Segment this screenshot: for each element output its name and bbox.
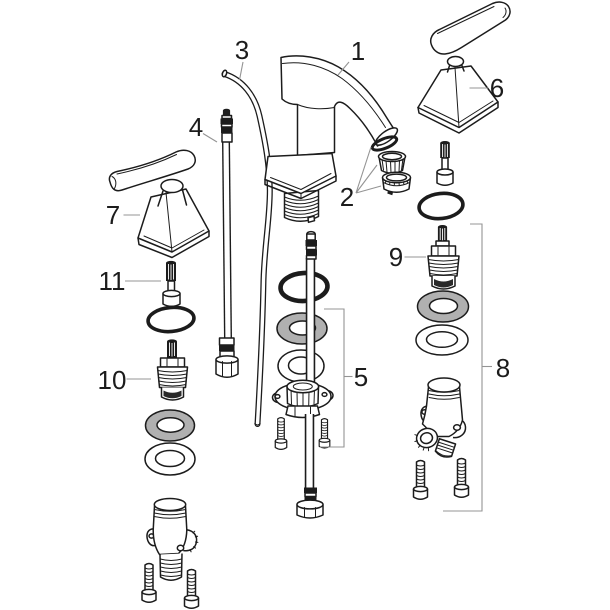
left-valve-body-drawing	[146, 497, 199, 581]
callout-11: 11	[99, 266, 126, 296]
left-o-ring-drawing	[146, 305, 196, 334]
callout-3: 3	[235, 35, 249, 65]
riser-shank-drawing	[296, 414, 324, 519]
supply-hose-drawing	[215, 108, 239, 378]
flange-bolt-left	[274, 416, 288, 450]
riser-seal-washer-drawing	[276, 312, 328, 345]
aerator-oring-drawing	[370, 135, 399, 152]
aerator-housing-drawing	[381, 171, 412, 196]
left-handle-drawing	[108, 149, 210, 259]
flange-bolt-right	[318, 418, 331, 449]
callout-1: 1	[351, 36, 365, 66]
left-seal-washer-drawing	[144, 409, 196, 442]
riser-friction-washer-drawing	[277, 349, 325, 383]
right-o-ring-drawing	[417, 191, 465, 221]
flexible-hose-drawing	[221, 69, 269, 425]
riser-tube-drawing	[305, 230, 317, 385]
left-body-screw-2	[183, 568, 200, 609]
callout-10: 10	[98, 365, 127, 395]
left-friction-washer-drawing	[144, 442, 196, 476]
callout-8: 8	[496, 353, 510, 383]
left-cartridge-drawing	[156, 339, 189, 401]
callout-5: 5	[354, 362, 368, 392]
mounting-flange-drawing	[271, 379, 334, 419]
bracket-5	[320, 308, 353, 448]
right-valve-body-drawing	[414, 377, 467, 458]
callout-6: 6	[490, 73, 504, 103]
right-body-screw-2	[453, 457, 470, 498]
right-handle-drawing	[417, 1, 511, 134]
handle-screw-drawing	[162, 260, 181, 308]
callout-9: 9	[389, 242, 403, 272]
leader-lines	[123, 61, 488, 380]
aerator-insert-drawing	[377, 150, 407, 174]
right-seal-washer-drawing	[416, 290, 470, 323]
right-handle-screw-drawing	[436, 141, 454, 186]
callout-2: 2	[340, 182, 354, 212]
right-cartridge-drawing	[427, 225, 460, 290]
left-body-screw-1	[141, 562, 157, 603]
callout-labels: 1 2 3 4 5 6 7 8 9 10 11	[98, 35, 511, 395]
right-friction-washer-drawing	[415, 324, 469, 356]
riser-o-ring-drawing	[278, 270, 330, 304]
bracket-8	[443, 223, 492, 512]
right-body-screw-1	[412, 459, 429, 500]
callout-4: 4	[189, 112, 203, 142]
callout-7: 7	[106, 200, 120, 230]
